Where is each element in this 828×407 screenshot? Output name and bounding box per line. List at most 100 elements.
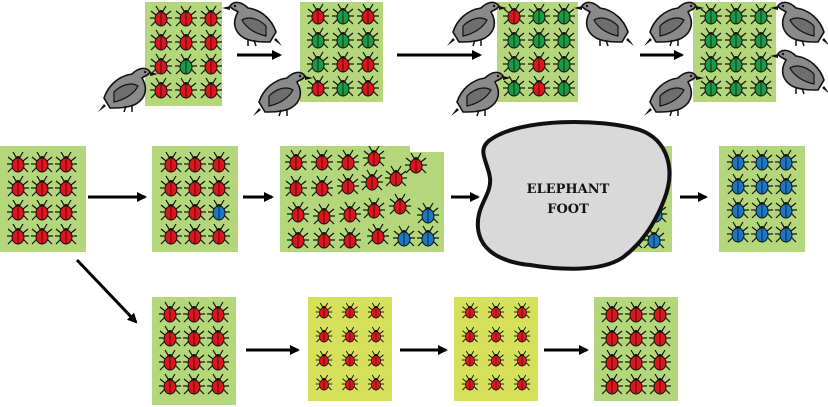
- beetle-icon: [750, 75, 772, 97]
- elephant-foot-shape: [475, 120, 672, 271]
- beetle-icon: [175, 5, 197, 27]
- beetle-icon: [341, 374, 359, 391]
- beetle-icon: [357, 27, 379, 49]
- beetle-icon: [367, 223, 389, 245]
- beetle-icon: [7, 151, 29, 173]
- beetle-icon: [208, 223, 230, 245]
- bird-icon: [253, 71, 313, 117]
- beetle-icon: [337, 149, 359, 171]
- beetle-icon: [625, 349, 647, 371]
- bird-icon: [222, 1, 282, 47]
- beetle-icon: [700, 27, 722, 49]
- beetle-icon: [367, 374, 385, 391]
- beetle-icon: [700, 75, 722, 97]
- beetle-icon: [339, 201, 361, 223]
- beetle-icon: [649, 301, 671, 323]
- beetle-icon: [150, 53, 172, 75]
- beetle-icon: [337, 173, 359, 195]
- beetle-icon: [601, 373, 623, 395]
- beetle-icon: [311, 175, 333, 197]
- bird-icon: [447, 1, 507, 47]
- beetle-icon: [315, 326, 333, 343]
- beetle-icon: [367, 326, 385, 343]
- beetle-icon: [160, 151, 182, 173]
- beetle-icon: [700, 51, 722, 73]
- beetle-icon: [750, 27, 772, 49]
- bird-icon: [770, 49, 828, 95]
- beetle-icon: [200, 5, 222, 27]
- bird-icon: [451, 71, 511, 117]
- beetle-icon: [553, 3, 575, 25]
- beetle-icon: [341, 350, 359, 367]
- beetle-icon: [307, 27, 329, 49]
- beetle-icon: [727, 197, 749, 219]
- beetle-icon: [160, 223, 182, 245]
- beetle-icon: [487, 302, 505, 319]
- beetle-icon: [751, 197, 773, 219]
- beetle-icon: [31, 199, 53, 221]
- beetle-icon: [307, 75, 329, 97]
- beetle-icon: [159, 373, 181, 395]
- beetle-icon: [528, 27, 550, 49]
- beetle-icon: [287, 201, 309, 223]
- beetle-icon: [461, 302, 479, 319]
- beetle-icon: [553, 27, 575, 49]
- beetle-icon: [208, 199, 230, 221]
- beetle-icon: [315, 302, 333, 319]
- beetle-icon: [625, 373, 647, 395]
- beetle-icon: [461, 374, 479, 391]
- beetle-icon: [175, 77, 197, 99]
- beetle-icon: [184, 199, 206, 221]
- beetle-icon: [727, 173, 749, 195]
- beetle-icon: [207, 373, 229, 395]
- beetle-icon: [200, 77, 222, 99]
- beetle-icon: [357, 3, 379, 25]
- beetle-icon: [285, 175, 307, 197]
- beetle-icon: [553, 51, 575, 73]
- beetle-icon: [393, 225, 415, 247]
- beetle-icon: [751, 221, 773, 243]
- beetle-icon: [207, 349, 229, 371]
- beetle-icon: [357, 51, 379, 73]
- beetle-icon: [725, 27, 747, 49]
- beetle-icon: [367, 350, 385, 367]
- beetle-icon: [7, 199, 29, 221]
- beetle-icon: [7, 175, 29, 197]
- beetle-icon: [363, 145, 385, 167]
- beetle-icon: [175, 29, 197, 51]
- beetle-icon: [725, 51, 747, 73]
- beetle-icon: [487, 350, 505, 367]
- beetle-icon: [513, 302, 531, 319]
- beetle-icon: [775, 149, 797, 171]
- beetle-icon: [150, 29, 172, 51]
- beetle-icon: [208, 175, 230, 197]
- beetle-icon: [528, 75, 550, 97]
- beetle-icon: [207, 301, 229, 323]
- beetle-icon: [503, 27, 525, 49]
- beetle-icon: [357, 75, 379, 97]
- bird-icon: [574, 1, 634, 47]
- beetle-icon: [184, 223, 206, 245]
- arrow-icon: [75, 258, 138, 324]
- beetle-icon: [700, 3, 722, 25]
- beetle-icon: [31, 175, 53, 197]
- beetle-icon: [307, 3, 329, 25]
- beetle-icon: [417, 225, 439, 247]
- beetle-icon: [160, 175, 182, 197]
- beetle-icon: [200, 53, 222, 75]
- beetle-icon: [361, 169, 383, 191]
- beetle-icon: [339, 227, 361, 249]
- beetle-icon: [207, 325, 229, 347]
- panel-mid-3: [280, 146, 444, 252]
- beetle-icon: [405, 152, 427, 174]
- beetle-icon: [601, 301, 623, 323]
- beetle-icon: [341, 302, 359, 319]
- beetle-icon: [528, 51, 550, 73]
- beetle-icon: [200, 29, 222, 51]
- beetle-icon: [55, 199, 77, 221]
- beetle-icon: [311, 149, 333, 171]
- beetle-icon: [601, 325, 623, 347]
- beetle-icon: [725, 75, 747, 97]
- beetle-icon: [183, 301, 205, 323]
